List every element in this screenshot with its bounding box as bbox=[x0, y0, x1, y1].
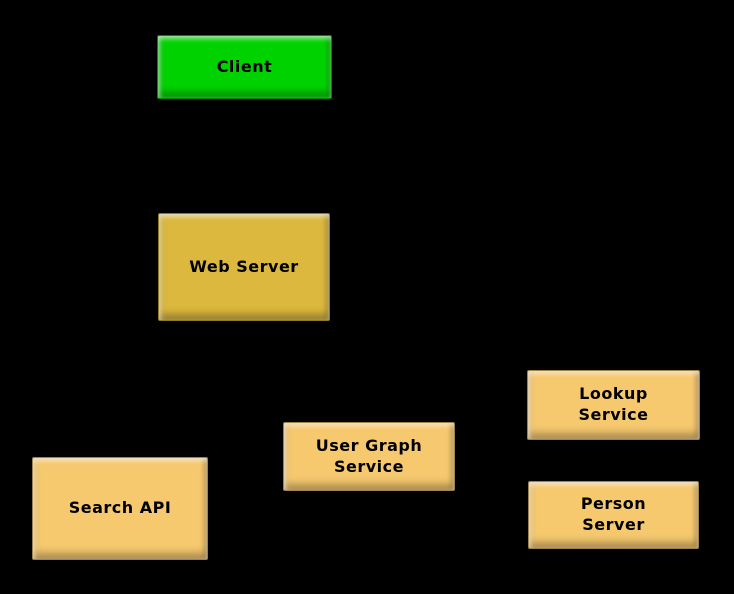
node-person-server-label: Person Server bbox=[580, 494, 647, 534]
node-user-graph-service: User Graph Service bbox=[283, 422, 455, 491]
node-client-label: Client bbox=[216, 56, 273, 76]
node-client: Client bbox=[157, 35, 332, 99]
node-search-api-label: Search API bbox=[68, 498, 172, 518]
node-web-server: Web Server bbox=[158, 213, 330, 321]
node-lookup-service-label: Lookup Service bbox=[578, 384, 649, 424]
node-person-server: Person Server bbox=[528, 481, 699, 549]
node-user-graph-service-label: User Graph Service bbox=[315, 435, 423, 476]
node-search-api: Search API bbox=[32, 457, 208, 560]
node-web-server-label: Web Server bbox=[189, 256, 299, 276]
node-lookup-service: Lookup Service bbox=[527, 370, 700, 440]
